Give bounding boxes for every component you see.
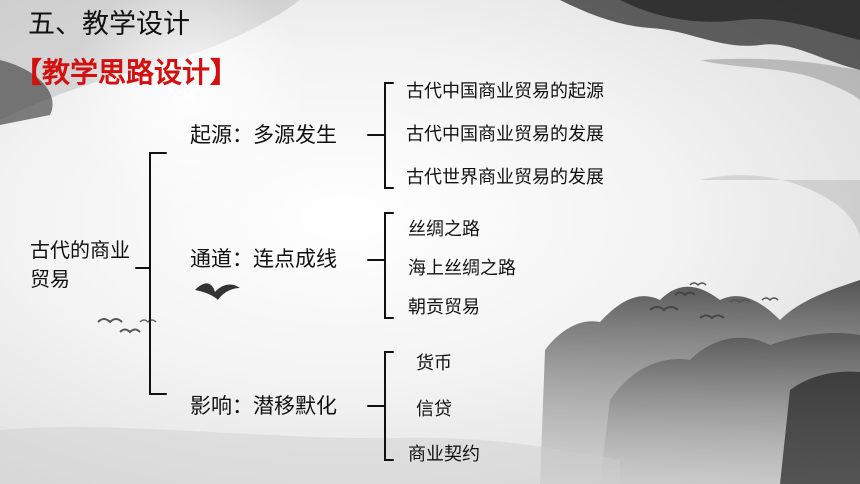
- leaf-influence-1: 货币: [416, 353, 452, 374]
- leaf-channel-2: 海上丝绸之路: [408, 258, 516, 279]
- leaf-influence-3: 商业契约: [408, 444, 480, 465]
- branch-influence: 影响：潜移默化: [190, 394, 337, 418]
- branch-channel: 通道：连点成线: [190, 247, 337, 271]
- root-bracket: [135, 152, 167, 395]
- branch-origin: 起源：多源发生: [190, 123, 337, 147]
- leaf-origin-2: 古代中国商业贸易的发展: [406, 124, 604, 145]
- slide-subheading: 【教学思路设计】: [14, 56, 239, 89]
- branch-3-bracket: [367, 351, 394, 461]
- leaf-channel-3: 朝贡贸易: [408, 297, 480, 318]
- branch-2-bracket: [367, 212, 394, 319]
- root-topic: 古代的商业贸易: [30, 238, 130, 291]
- bird-icon: [195, 283, 240, 300]
- leaf-channel-1: 丝绸之路: [408, 219, 480, 240]
- branch-1-bracket: [367, 82, 394, 189]
- leaf-origin-3: 古代世界商业贸易的发展: [406, 167, 604, 188]
- leaf-origin-1: 古代中国商业贸易的起源: [406, 81, 604, 102]
- leaf-influence-2: 信贷: [416, 399, 452, 420]
- slide-heading: 五、教学设计: [28, 9, 190, 40]
